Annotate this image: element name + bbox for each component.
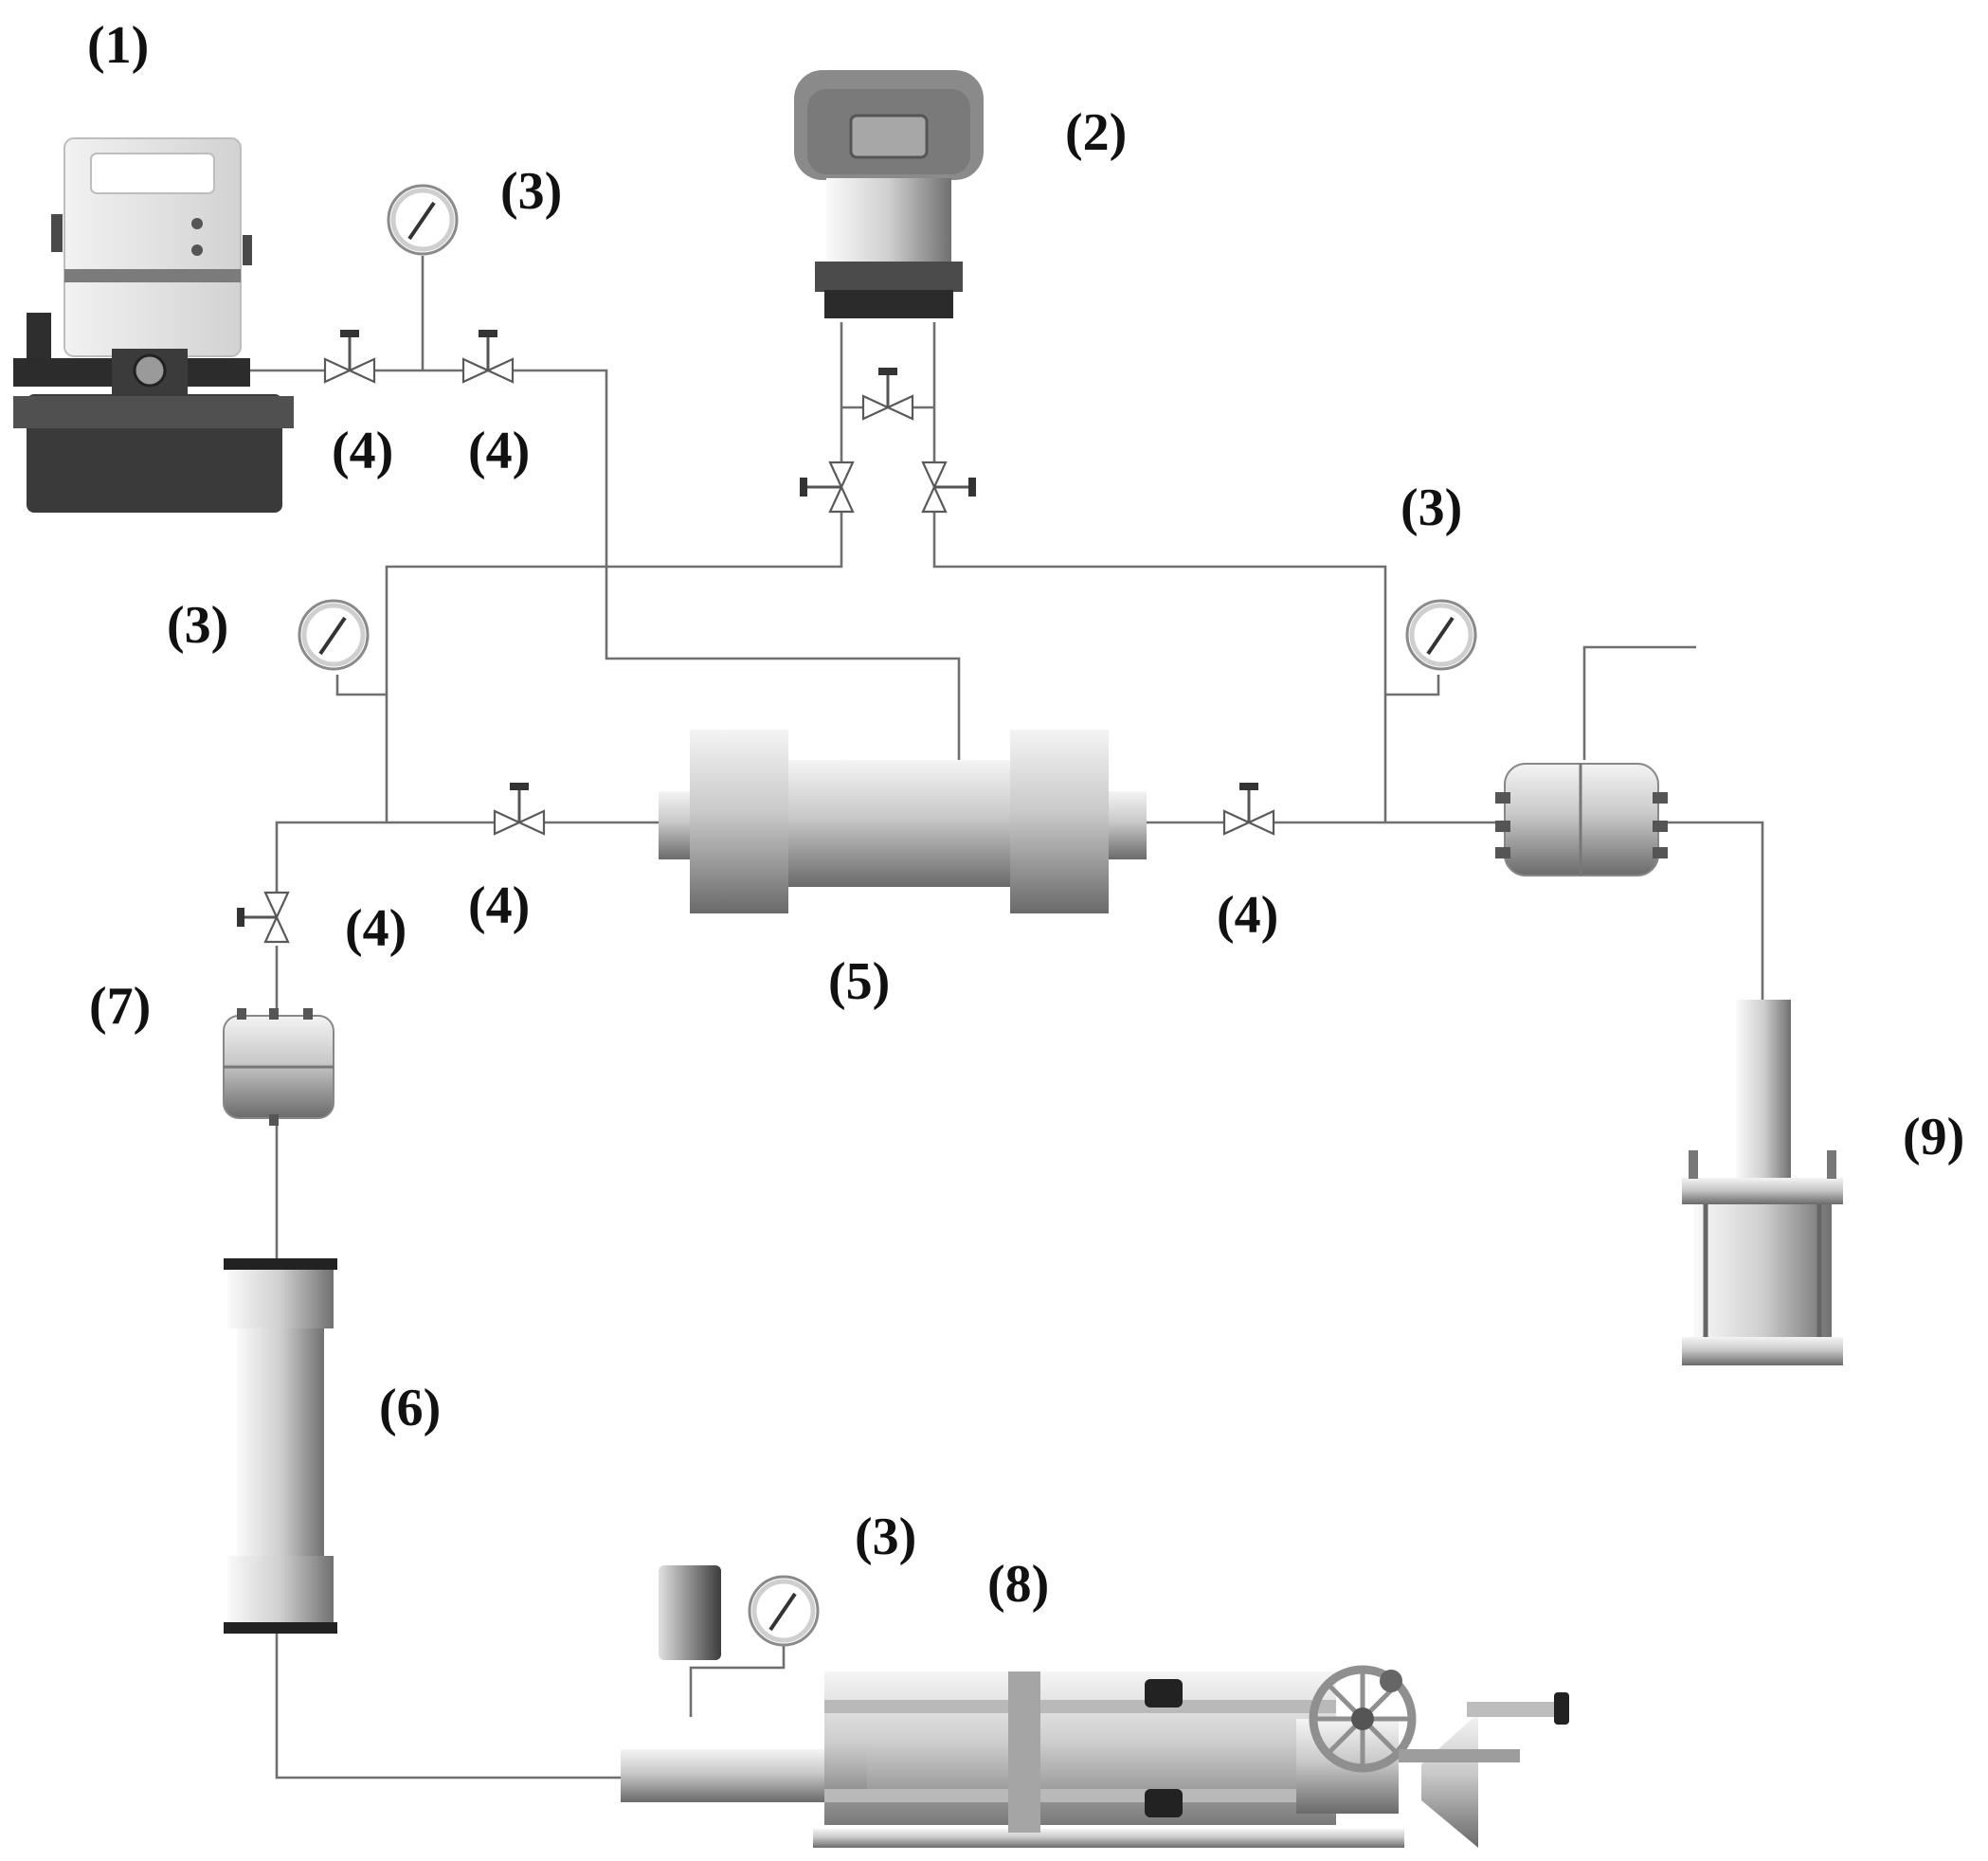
valve-pump-outlet-1[interactable] [323,330,376,384]
label-pump: (1) [87,16,149,75]
valve-core-inlet[interactable] [493,783,546,836]
label-valve-b: (4) [468,422,530,480]
pressure-gauge-top [387,184,459,256]
valve-pump-outlet-2[interactable] [461,330,515,384]
valve-transmitter-right[interactable] [921,461,976,514]
pressure-gauge-left [298,599,370,671]
label-valve-e: (4) [345,899,407,958]
label-gauge-right: (3) [1401,479,1462,537]
hydraulic-pump [13,137,294,513]
label-valve-d: (4) [1217,886,1278,945]
label-valve-a: (4) [332,422,393,480]
valve-transmitter-left[interactable] [800,461,855,514]
transfer-cylinder [224,1258,337,1634]
pressure-gauge-bottom [748,1575,820,1647]
valve-core-outlet[interactable] [1222,783,1275,836]
label-cylinder: (6) [379,1379,441,1437]
valve-transmitter-bypass[interactable] [861,368,914,421]
valve-filter-inlet[interactable] [237,891,290,944]
label-transmitter: (2) [1065,103,1127,162]
core-holder [659,730,1147,913]
label-filter: (7) [89,977,151,1036]
hand-pump [621,1565,1569,1848]
pressure-gauge-right [1405,599,1477,671]
pressure-transmitter [794,70,984,318]
label-gauge-bottom: (3) [855,1508,916,1566]
back-pressure-valve [1495,763,1668,876]
filter [223,1008,334,1126]
label-core-holder: (5) [828,952,890,1011]
label-collector: (9) [1903,1108,1964,1166]
collector [1682,1000,1843,1365]
label-gauge-left: (3) [167,596,228,655]
label-hand-pump: (8) [987,1555,1049,1614]
label-valve-c: (4) [468,876,530,935]
piping [248,256,1764,1780]
label-gauge-top: (3) [500,162,562,221]
